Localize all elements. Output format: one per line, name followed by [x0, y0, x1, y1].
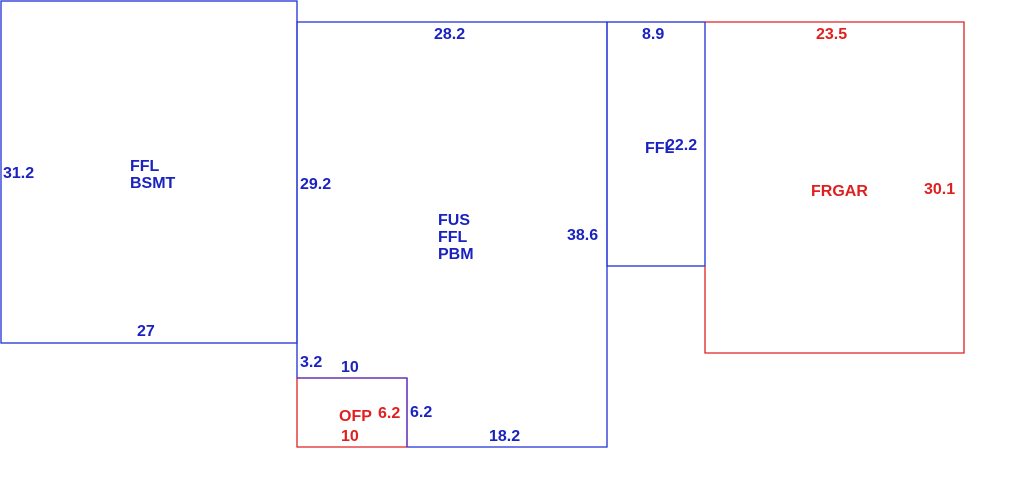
- main-dim-step-left: 3.2: [300, 354, 322, 371]
- basement-dim-bottom: 27: [137, 323, 155, 340]
- addition-outline: [606, 21, 706, 267]
- main-dim-right: 38.6: [567, 227, 598, 244]
- main-dim-step-top: 10: [341, 359, 359, 376]
- porch-dim-right: 6.2: [378, 405, 400, 422]
- garage-outline: [704, 21, 965, 354]
- porch-code-line-1: OFP: [339, 408, 372, 425]
- main-dim-step-right: 6.2: [410, 404, 432, 421]
- porch-dim-bottom: 10: [341, 428, 359, 445]
- addition-code-line-1: FFL: [645, 140, 675, 157]
- main-code-line-3: PBM: [438, 246, 474, 263]
- basement-dim-left: 31.2: [3, 165, 34, 182]
- addition-dim-right: 22.2: [666, 137, 697, 154]
- main-dim-left: 29.2: [300, 176, 331, 193]
- main-dim-bottom: 18.2: [489, 428, 520, 445]
- main-dim-top: 28.2: [434, 26, 465, 43]
- basement-code-line-2: BSMT: [130, 175, 176, 192]
- main-code-line-1: FUS: [438, 212, 470, 229]
- garage-dim-top: 23.5: [816, 26, 847, 43]
- basement-code-line-1: FFL: [130, 158, 160, 175]
- addition-dim-top: 8.9: [642, 26, 664, 43]
- garage-dim-right: 30.1: [924, 181, 955, 198]
- garage-code-line-1: FRGAR: [811, 183, 868, 200]
- main-code-line-2: FFL: [438, 229, 468, 246]
- porch-outline: [296, 378, 407, 448]
